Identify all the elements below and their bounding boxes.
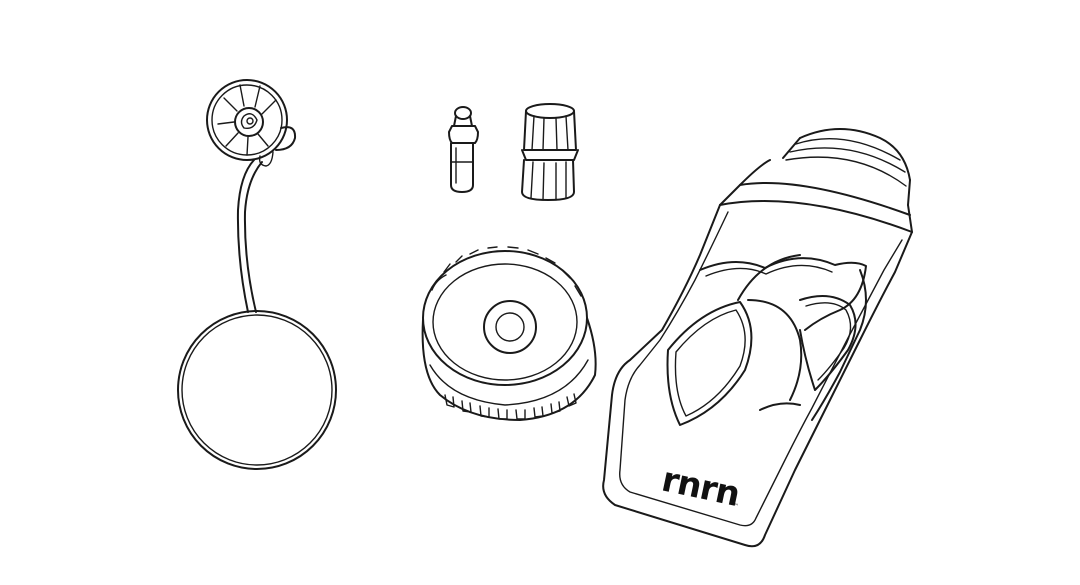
- valve-pin-icon: [448, 106, 479, 193]
- screw-lid-icon: [421, 246, 597, 421]
- cap-tether-icon: [177, 79, 337, 470]
- brand-logo: rnrn ™: [658, 459, 743, 514]
- trademark-mark: ™: [732, 502, 739, 510]
- valve-sleeve-icon: [521, 103, 579, 201]
- bottle-icon: rnrn ™: [602, 128, 913, 548]
- logo-text: rnrn: [658, 459, 743, 514]
